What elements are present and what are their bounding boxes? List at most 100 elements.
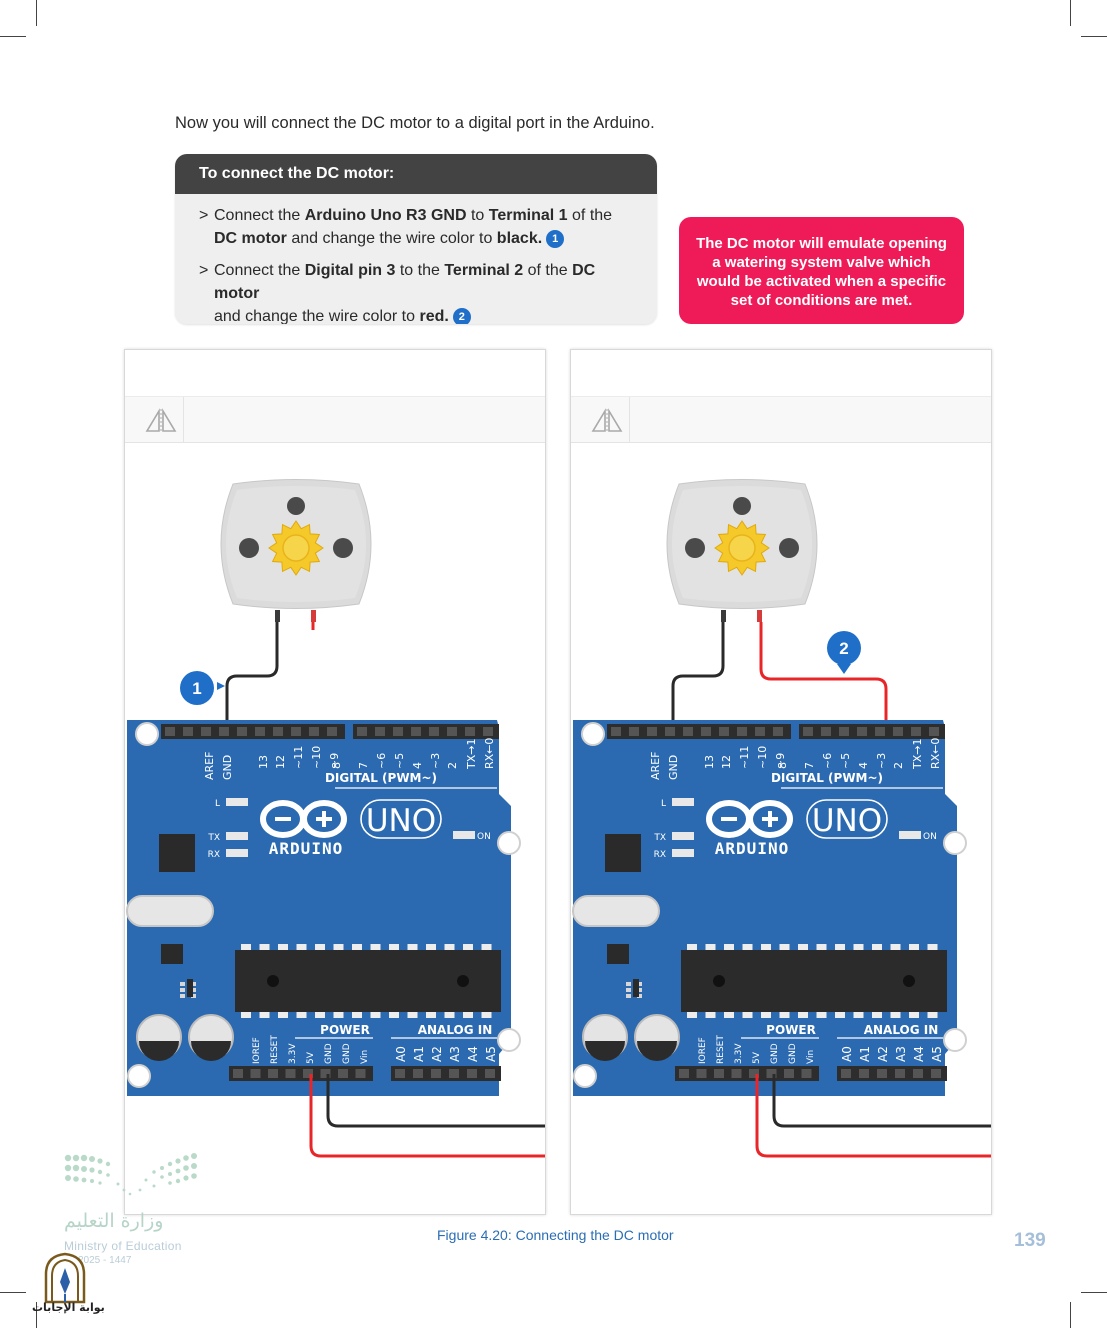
ic-pin bbox=[407, 1012, 418, 1018]
step-2: Connect the Digital pin 3 to the Termina… bbox=[199, 259, 633, 324]
smd-part bbox=[626, 994, 631, 998]
ic-pin bbox=[816, 1012, 827, 1018]
logo-minus bbox=[721, 817, 737, 821]
crop-mark bbox=[1070, 0, 1071, 26]
digital-pin-label: GND bbox=[221, 755, 234, 780]
ic-pin bbox=[927, 944, 938, 950]
figure-caption: Figure 4.20: Connecting the DC motor bbox=[437, 1227, 674, 1243]
led-l bbox=[672, 798, 694, 806]
header-pin bbox=[875, 727, 885, 736]
header-pin bbox=[183, 727, 193, 736]
header-pin bbox=[773, 727, 783, 736]
header-pin bbox=[285, 1069, 296, 1078]
ic-pin bbox=[909, 944, 919, 950]
digital-pin-label: 7 bbox=[803, 762, 816, 769]
header-pin bbox=[611, 727, 621, 736]
analog-label: ANALOG IN bbox=[418, 1023, 493, 1037]
ic-pin bbox=[872, 944, 882, 950]
led-rx-label: RX bbox=[654, 850, 666, 860]
header-pin bbox=[766, 1069, 777, 1078]
logo-plus-v bbox=[322, 811, 326, 827]
ic-pin bbox=[742, 1012, 753, 1018]
smd-part bbox=[637, 982, 642, 986]
panel-toolbar bbox=[571, 397, 991, 443]
header-pin bbox=[629, 727, 639, 736]
ic-pin bbox=[426, 944, 436, 950]
header-pin bbox=[647, 727, 657, 736]
ministry-year: 2025 - 1447 bbox=[78, 1255, 132, 1266]
header-pin bbox=[355, 1069, 366, 1078]
power-pin-label: 5V bbox=[752, 1051, 762, 1064]
analog-pin-label: A2 bbox=[430, 1046, 444, 1062]
led-tx-label: TX bbox=[653, 833, 666, 843]
header-pin bbox=[929, 727, 939, 736]
ic-pin bbox=[407, 944, 418, 950]
digital-pin-label: TX→1 bbox=[911, 739, 924, 770]
smd-part bbox=[626, 988, 631, 992]
wire-black-gnd bbox=[225, 622, 279, 734]
answers-portal-logo-icon bbox=[44, 1252, 86, 1304]
ic-pin bbox=[779, 1012, 790, 1018]
mounting-hole bbox=[943, 1028, 967, 1052]
smd-part bbox=[180, 988, 185, 992]
smd-part bbox=[180, 994, 185, 998]
digital-pin-label: 12 bbox=[720, 755, 733, 769]
header-pin bbox=[255, 727, 265, 736]
ministry-name-english: Ministry of Education bbox=[64, 1239, 182, 1253]
digital-pin-label: 8 bbox=[330, 762, 343, 769]
mounting-hole bbox=[581, 722, 605, 746]
ic-pin bbox=[481, 944, 492, 950]
analog-pin-label: A0 bbox=[840, 1046, 854, 1062]
digital-pin-label: ~9 bbox=[774, 753, 787, 769]
digital-pin-label: AREF bbox=[203, 752, 216, 780]
header-pin bbox=[913, 1069, 923, 1078]
led-l-label: L bbox=[215, 799, 220, 809]
mounting-hole bbox=[943, 831, 967, 855]
toolbar-divider bbox=[183, 397, 184, 443]
motor-gear-hub bbox=[282, 534, 310, 562]
led-l-label: L bbox=[661, 799, 666, 809]
analog-header bbox=[837, 1066, 947, 1081]
dc-motor bbox=[666, 479, 818, 622]
capacitor-band bbox=[139, 1041, 179, 1061]
header-pin bbox=[233, 1069, 243, 1078]
badge-pointer bbox=[217, 682, 225, 690]
mounting-hole bbox=[497, 1028, 521, 1052]
flip-icon[interactable] bbox=[591, 408, 623, 434]
header-pin bbox=[467, 1069, 477, 1078]
ic-pin bbox=[909, 1012, 919, 1018]
header-pin bbox=[485, 1069, 495, 1078]
smd-part bbox=[637, 988, 642, 992]
ic-pin bbox=[687, 1012, 697, 1018]
smd-part bbox=[191, 988, 196, 992]
led-on bbox=[453, 831, 475, 839]
header-pin bbox=[701, 727, 711, 736]
crop-mark bbox=[1081, 36, 1107, 37]
digital-section-label: DIGITAL (PWM~) bbox=[325, 771, 437, 785]
microcontroller bbox=[235, 950, 501, 1012]
header-pin bbox=[327, 727, 337, 736]
ic-dot bbox=[903, 975, 915, 987]
page-number: 139 bbox=[1014, 1230, 1046, 1251]
digital-pin-label: ~5 bbox=[393, 753, 406, 769]
ic-pin bbox=[259, 1012, 270, 1018]
logo-loop-right bbox=[747, 800, 793, 838]
panel-toolbar bbox=[125, 397, 545, 443]
flip-icon[interactable] bbox=[145, 408, 177, 434]
led-rx-label: RX bbox=[208, 850, 220, 860]
led-rx bbox=[226, 849, 248, 857]
panel-header bbox=[125, 350, 545, 397]
mounting-hole bbox=[135, 722, 159, 746]
microcontroller bbox=[681, 950, 947, 1012]
ic-pin bbox=[370, 1012, 381, 1018]
digital-pin-label: ~5 bbox=[839, 753, 852, 769]
header-pin bbox=[893, 727, 903, 736]
smd-part bbox=[191, 994, 196, 998]
badge-pointer bbox=[837, 664, 851, 674]
model-label: UNO bbox=[366, 803, 436, 839]
ic-pin bbox=[779, 944, 790, 950]
ic-pin bbox=[296, 1012, 307, 1018]
model-outline bbox=[360, 799, 442, 839]
power-pin-label: GND bbox=[788, 1043, 798, 1064]
